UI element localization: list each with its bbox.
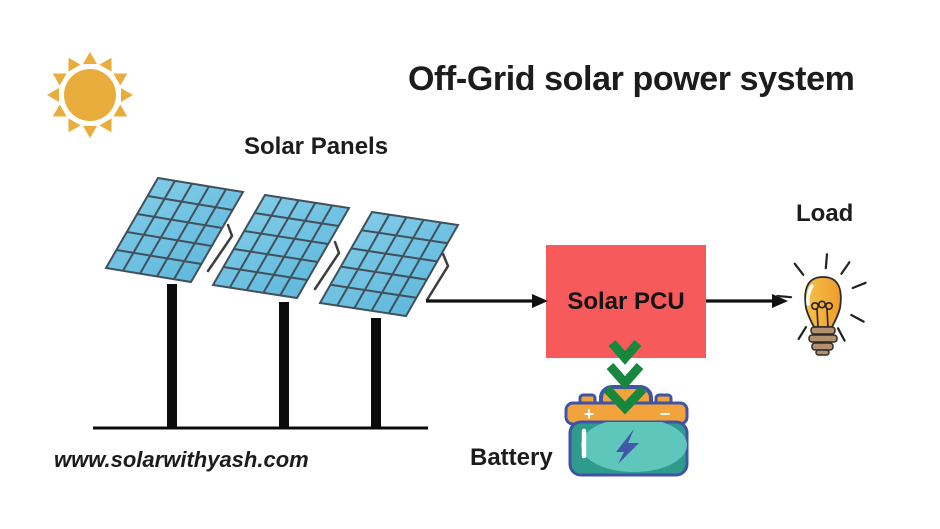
panel-post: [279, 302, 289, 428]
solar-pcu-label: Solar PCU: [567, 287, 685, 315]
battery-terminal: [578, 393, 597, 409]
arrow-panels-to-pcu: [426, 294, 548, 308]
solar-pcu-box: Solar PCU: [546, 245, 706, 358]
solar-panels-label: Solar Panels: [244, 133, 389, 160]
page-title: Off-Grid solar power system: [408, 60, 855, 98]
battery-body-highlight: [581, 422, 687, 472]
bulb-screw-base: [808, 326, 838, 356]
sun-icon: [47, 52, 133, 138]
bulb-rays: [776, 253, 867, 342]
light-bulb-icon: [776, 253, 867, 356]
wire-connector-icon: [206, 223, 234, 273]
solar-panel-icon: [106, 178, 243, 282]
arrowhead-icon: [772, 294, 788, 308]
arrow-pcu-to-load: [706, 294, 788, 308]
bulb-glass: [804, 276, 842, 328]
panel-post: [371, 318, 381, 428]
bulb-filament: [810, 300, 833, 328]
wire-connector-icon: [425, 252, 450, 302]
watermark-text: www.solarwithyash.com: [54, 447, 309, 472]
battery-label: Battery: [470, 444, 553, 471]
solar-panel-icon: [213, 195, 349, 298]
battery-plus-sign: +: [584, 404, 595, 424]
battery-handle: [599, 385, 653, 419]
solar-panel-array: [93, 178, 458, 430]
lightning-bolt-icon: [616, 429, 639, 464]
battery-icon: + −: [564, 385, 689, 477]
battery-top-bar: [564, 401, 689, 426]
load-label: Load: [796, 200, 854, 227]
panel-post: [167, 284, 177, 428]
wire-connector-icon: [313, 240, 341, 291]
battery-terminal: [654, 393, 673, 409]
solar-panel-icon: [320, 212, 458, 316]
bulb-highlight: [806, 284, 814, 306]
battery-body: [568, 420, 689, 477]
battery-minus-sign: −: [660, 404, 671, 424]
